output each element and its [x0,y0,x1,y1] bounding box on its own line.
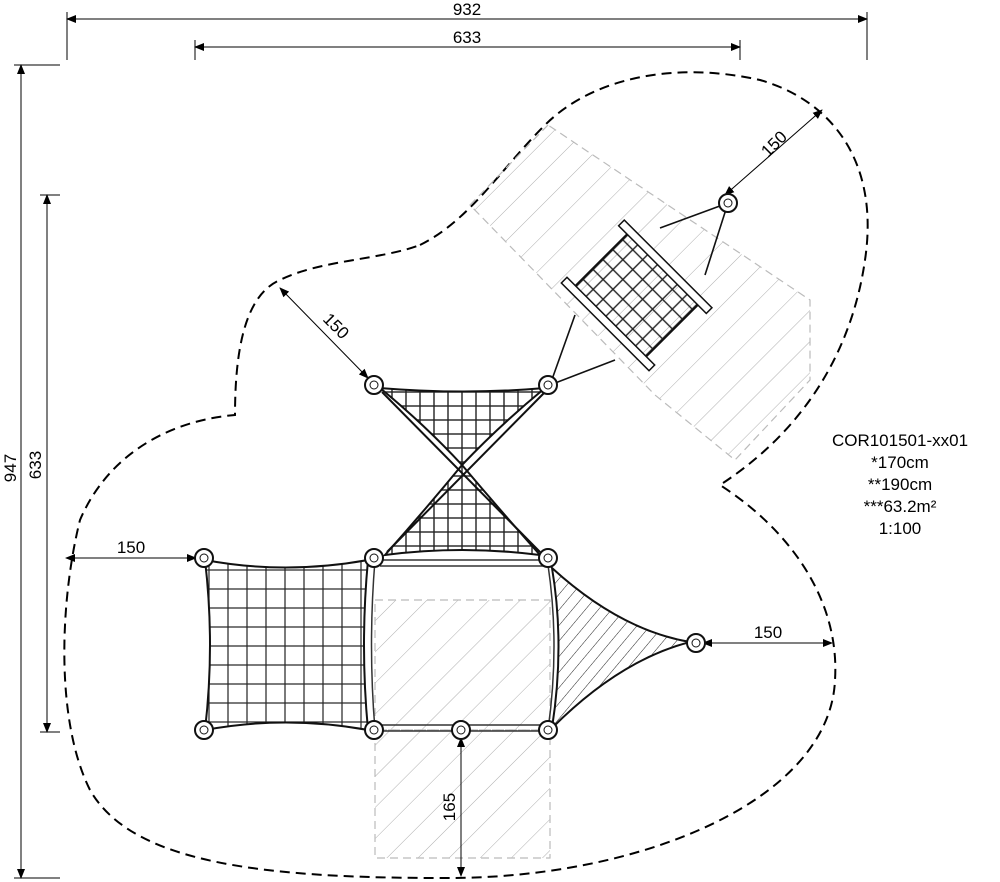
post-upper-right [538,375,558,395]
inner-width-label: 633 [453,28,481,47]
left-climbing-net [203,558,370,732]
bridge-ropes [549,202,729,386]
overall-height-label: 947 [1,454,20,482]
frame-structure [370,559,555,732]
dimension-overall-width [66,12,868,60]
clearance-upper-left-label: 150 [319,309,352,342]
clearance-bottom-label: 165 [440,793,459,821]
clearance-top-right-label: 150 [757,127,790,160]
clearance-left-label: 150 [117,538,145,557]
product-scale: 1:100 [878,519,922,538]
product-code: COR101501-xx01 [831,431,969,450]
post-bottom-center-right [538,720,558,740]
post-mid-center-left [364,548,384,568]
clearance-top-right-line [724,109,823,196]
post-bottom-center [451,720,471,740]
post-mid-center-right [538,548,558,568]
product-area: ***63.2m² [863,497,937,516]
anchor-post-cores [199,198,733,735]
safety-zone-outline [63,71,869,880]
post-bottom-left [194,720,214,740]
product-height-2: **190cm [867,475,933,494]
dimension-inner-height [40,194,60,733]
post-top-right [718,193,738,213]
post-bottom-center-left [364,720,384,740]
anchor-posts [194,193,738,740]
upper-triangle-net [376,386,549,467]
inner-height-label: 633 [26,451,45,479]
post-upper-left [364,375,384,395]
overall-width-label: 932 [453,0,481,19]
product-info-block: COR101501-xx01 *170cm **190cm ***63.2m² … [800,430,1000,540]
fall-zone-center [374,599,551,731]
clearance-upper-left-line [279,287,369,379]
rope-bridge-net [560,218,714,372]
product-height-1: *170cm [871,453,929,472]
cross-ropes [381,391,546,553]
lower-triangle-net [382,463,543,557]
clearance-right-label: 150 [754,623,782,642]
post-right [686,633,706,653]
right-triangle-net [550,565,691,731]
fall-zone-bottom [374,729,551,859]
dimension-inner-width [194,40,741,60]
post-mid-left [194,548,214,568]
dimension-overall-height [14,64,60,879]
